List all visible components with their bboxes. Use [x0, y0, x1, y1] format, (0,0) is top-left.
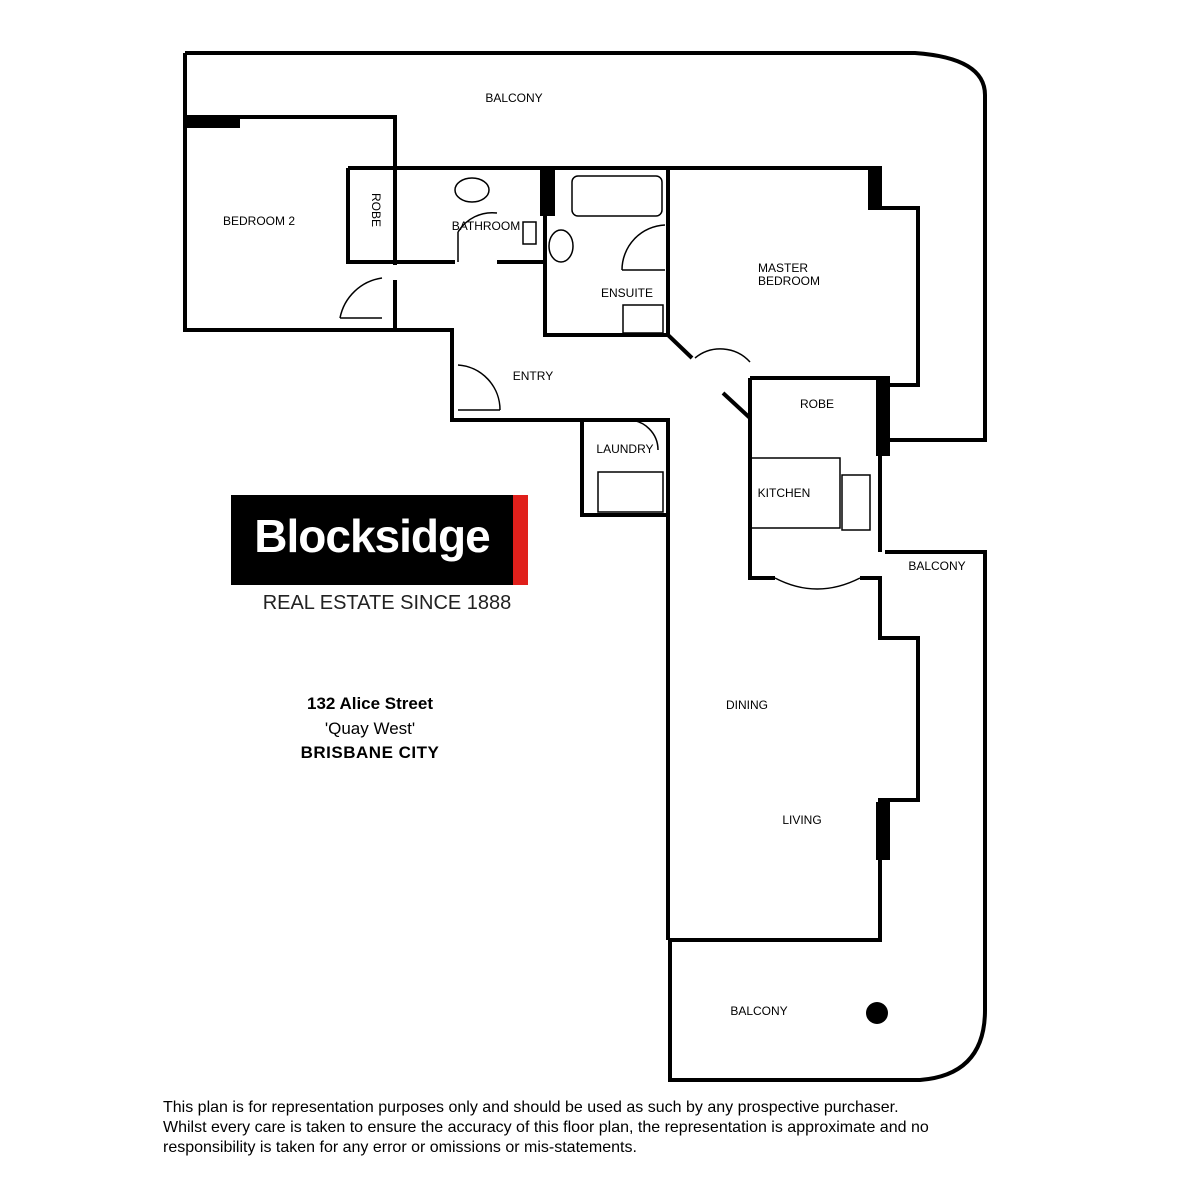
basin: [548, 229, 574, 263]
disclaimer-line: Whilst every care is taken to ensure the…: [163, 1119, 929, 1136]
label-robe-1: ROBE: [369, 193, 383, 227]
fixtures: [454, 175, 871, 531]
label-laundry: LAUNDRY: [596, 442, 653, 456]
label-dining: DINING: [726, 698, 768, 712]
label-balcony-right: BALCONY: [908, 559, 965, 573]
label-bathroom: BATHROOM: [452, 219, 520, 233]
label-living: LIVING: [782, 813, 821, 827]
address-building: 'Quay West': [324, 719, 416, 738]
label-balcony-top: BALCONY: [485, 91, 542, 105]
address-suburb: BRISBANE CITY: [300, 743, 440, 762]
walls: [183, 51, 987, 1082]
label-balcony-bottom: BALCONY: [730, 1004, 787, 1018]
basin: [454, 177, 490, 203]
logo-tagline: REAL ESTATE SINCE 1888: [262, 592, 512, 614]
agency-logo: Blocksidge: [231, 495, 528, 585]
label-master-bedroom-2: BEDROOM: [758, 274, 820, 288]
disclaimer: This plan is for representation purposes…: [163, 1098, 1063, 1158]
logo-name: Blocksidge: [254, 510, 490, 562]
address-street: 132 Alice Street: [307, 694, 433, 713]
label-kitchen: KITCHEN: [758, 486, 811, 500]
room-labels: BALCONY BEDROOM 2 ROBE BATHROOM ENSUITE …: [223, 91, 966, 1018]
disclaimer-line: responsibility is taken for any error or…: [163, 1139, 637, 1156]
label-bedroom-2: BEDROOM 2: [223, 214, 295, 228]
doors: [339, 211, 751, 451]
bathtub: [571, 175, 663, 217]
laundry-tub: [597, 471, 664, 513]
toilet: [522, 221, 537, 245]
label-robe-2: ROBE: [800, 397, 834, 411]
disclaimer-line: This plan is for representation purposes…: [163, 1099, 899, 1116]
kitchen-sink: [841, 474, 871, 531]
ensuite-toilet: [622, 304, 664, 334]
label-entry: ENTRY: [513, 369, 553, 383]
label-ensuite: ENSUITE: [601, 286, 653, 300]
label-master-bedroom: MASTER: [758, 261, 808, 275]
logo-red-bar: [513, 495, 528, 585]
kitchen-bench: [749, 457, 841, 529]
column: [866, 1002, 888, 1024]
